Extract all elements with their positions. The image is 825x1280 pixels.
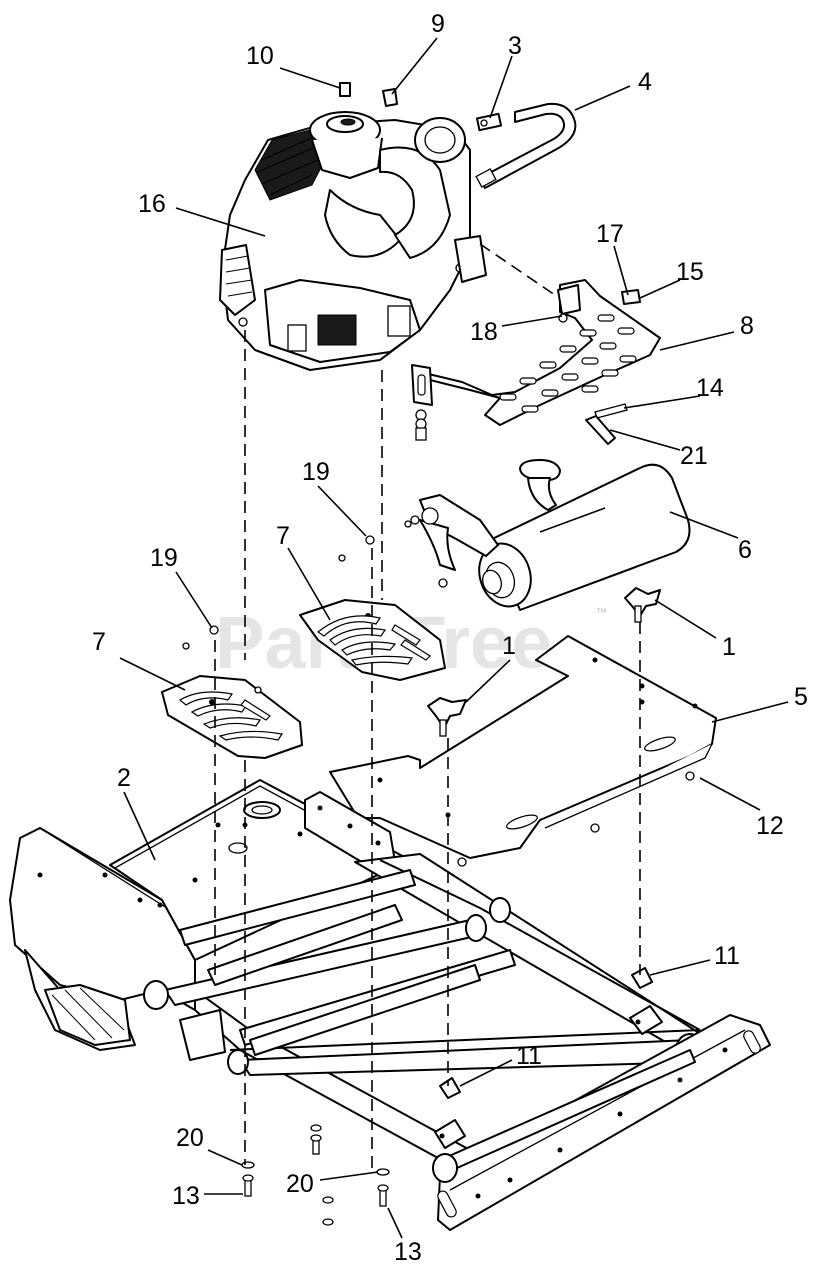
engine bbox=[219, 111, 487, 371]
muffler-6 bbox=[404, 459, 691, 611]
callout-10: 10 bbox=[246, 42, 274, 70]
callout-14: 14 bbox=[696, 374, 724, 402]
fastener-12 bbox=[685, 771, 695, 781]
callout-16: 16 bbox=[138, 190, 166, 218]
alignment-lines bbox=[214, 243, 641, 1170]
heat-shield-8 bbox=[411, 279, 661, 445]
pipe-4 bbox=[475, 102, 577, 189]
callout-8: 8 bbox=[740, 312, 754, 340]
frame-2 bbox=[9, 779, 771, 1231]
knob-1-right bbox=[624, 587, 661, 623]
callout-11-left: 11 bbox=[516, 1042, 542, 1070]
callout-5: 5 bbox=[794, 683, 808, 711]
callout-1-right: 1 bbox=[722, 633, 736, 661]
bracket-11-right bbox=[631, 967, 653, 989]
knob-1-left bbox=[427, 697, 467, 737]
callout-20-left: 20 bbox=[176, 1124, 204, 1152]
callout-7-right: 7 bbox=[276, 522, 290, 550]
bolt-13-right bbox=[376, 1168, 390, 1207]
bracket-11-left bbox=[439, 1077, 461, 1099]
callout-3: 3 bbox=[508, 32, 522, 60]
callout-2: 2 bbox=[117, 764, 131, 792]
callout-20-right: 20 bbox=[286, 1170, 314, 1198]
bolt-13-left bbox=[241, 1161, 255, 1197]
plate-7-left bbox=[161, 675, 303, 759]
callout-19-left: 19 bbox=[150, 544, 178, 572]
callout-numbers: 10 9 3 4 16 17 15 18 8 14 21 6 19 7 19 7… bbox=[92, 10, 808, 1266]
callout-7-left: 7 bbox=[92, 628, 106, 656]
heat-shield-slots bbox=[499, 314, 637, 413]
callout-17: 17 bbox=[596, 220, 624, 248]
loose-fasteners bbox=[310, 1124, 334, 1226]
watermark-trademark: ™ bbox=[596, 607, 607, 619]
callout-6: 6 bbox=[738, 536, 752, 564]
callout-15: 15 bbox=[676, 258, 704, 286]
callout-1-left: 1 bbox=[502, 632, 516, 660]
callout-19-right: 19 bbox=[302, 458, 330, 486]
callout-11-right: 11 bbox=[714, 942, 740, 970]
callout-13-left: 13 bbox=[172, 1182, 200, 1210]
leader-lines bbox=[119, 37, 789, 1239]
callout-4: 4 bbox=[638, 68, 652, 96]
callout-18: 18 bbox=[470, 318, 498, 346]
part-10 bbox=[339, 82, 351, 97]
screw-19-right bbox=[365, 535, 375, 545]
callout-12: 12 bbox=[756, 812, 784, 840]
callout-21: 21 bbox=[680, 442, 708, 470]
callout-13-right: 13 bbox=[394, 1238, 422, 1266]
callout-9: 9 bbox=[431, 10, 445, 38]
fitting-3 bbox=[475, 112, 503, 132]
